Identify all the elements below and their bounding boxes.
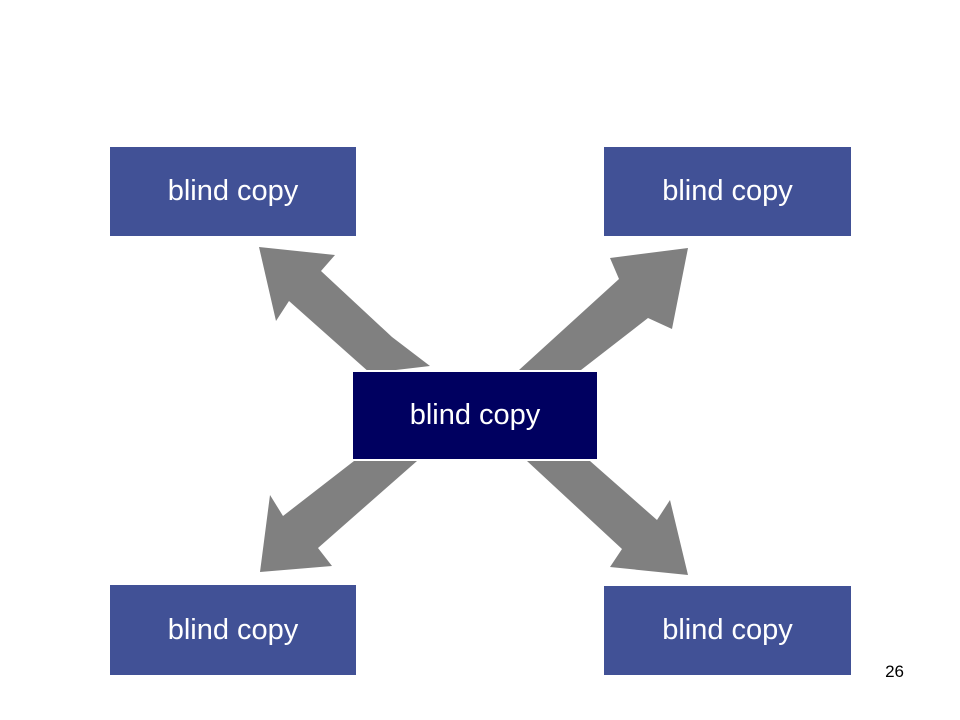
arrow-to-bottom-right	[527, 461, 688, 575]
box-top-right-label: blind copy	[662, 175, 793, 207]
box-bottom-left: blind copy	[110, 585, 356, 675]
box-bottom-right: blind copy	[604, 586, 851, 675]
box-bottom-right-label: blind copy	[662, 614, 793, 646]
box-top-left-label: blind copy	[167, 175, 299, 207]
box-top-left: blind copy	[110, 147, 356, 236]
page-number: 26	[885, 662, 904, 681]
arrow-to-top-left	[259, 247, 430, 373]
box-bottom-left-label: blind copy	[167, 613, 299, 646]
arrow-to-top-right	[519, 248, 688, 370]
box-center-label: blind copy	[409, 399, 541, 431]
arrow-to-bottom-left	[260, 461, 417, 572]
box-top-right: blind copy	[604, 147, 851, 236]
box-center: blind copy	[351, 370, 599, 461]
